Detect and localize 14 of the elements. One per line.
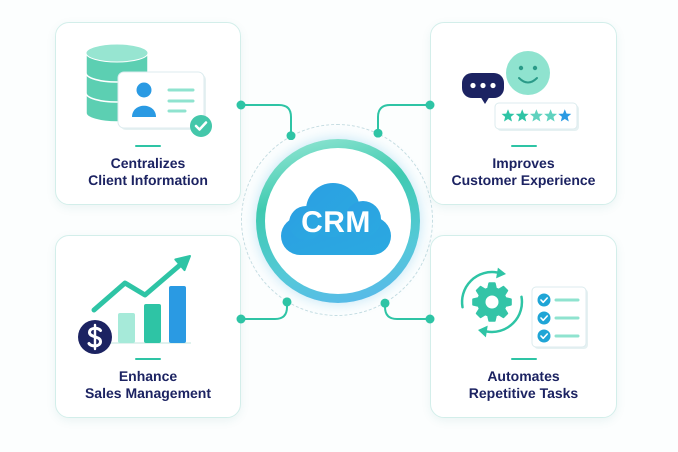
hub-label: CRM [300, 206, 372, 240]
card-title: Improves Customer Experience [452, 155, 596, 189]
feature-card [430, 22, 617, 205]
connector-line [236, 297, 292, 324]
card-title: Centralizes Client Information [88, 155, 208, 189]
hub-circle [241, 124, 433, 316]
feature-card [55, 235, 241, 418]
card-title: Automates Repetitive Tasks [468, 368, 578, 402]
connector-line [374, 100, 434, 138]
feature-card [430, 235, 617, 418]
connector-line [236, 100, 296, 140]
card-title: Enhance Sales Management [84, 368, 212, 402]
feature-card [55, 22, 241, 205]
connector-line [380, 298, 434, 324]
